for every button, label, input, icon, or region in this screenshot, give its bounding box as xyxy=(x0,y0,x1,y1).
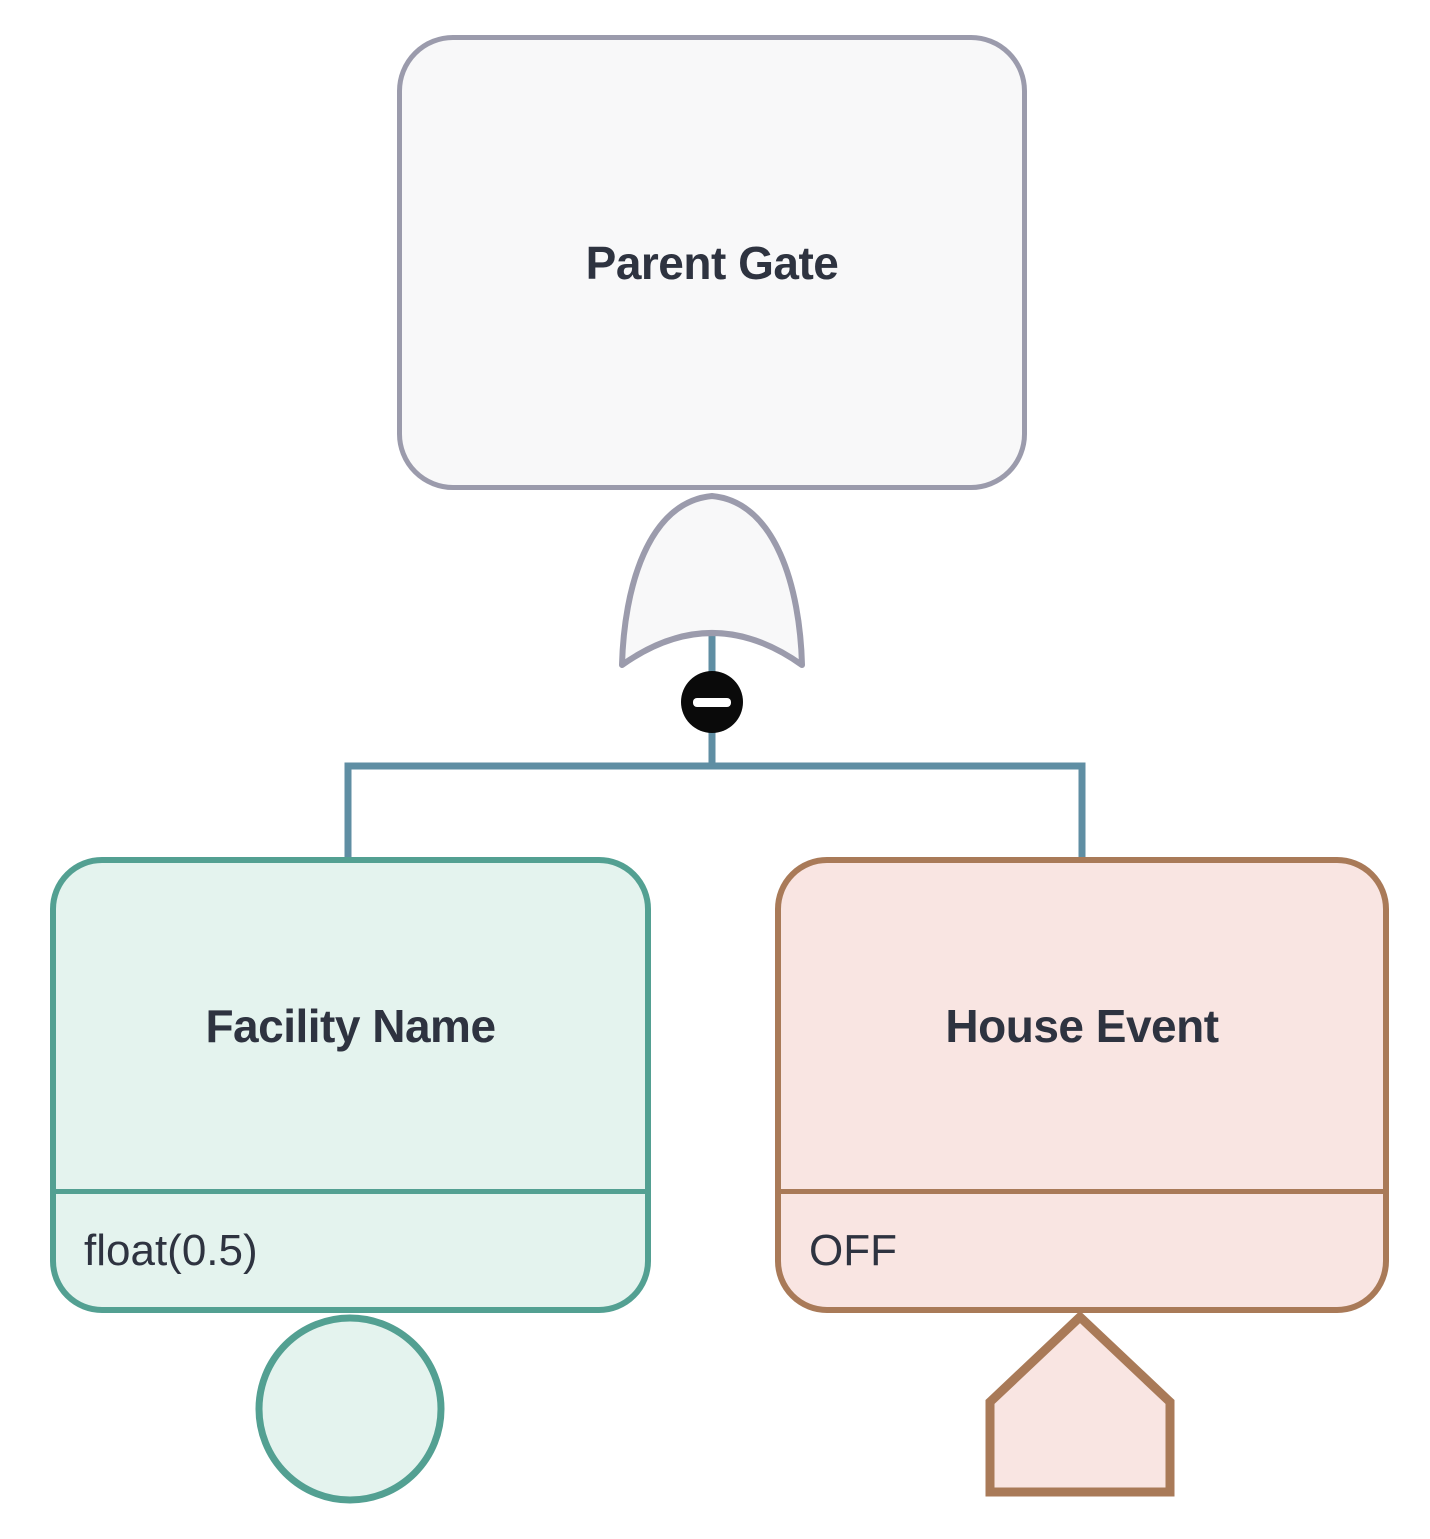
connector-branch-line xyxy=(344,762,1086,864)
collapse-button[interactable] xyxy=(681,671,743,733)
facility-name-value: float(0.5) xyxy=(56,1189,645,1307)
house-event-value: OFF xyxy=(781,1189,1383,1307)
or-gate-icon xyxy=(619,493,805,668)
basic-event-circle-icon xyxy=(255,1314,445,1504)
facility-name-label: Facility Name xyxy=(205,1000,496,1052)
parent-gate-label: Parent Gate xyxy=(585,236,839,289)
node-parent-gate[interactable]: Parent Gate xyxy=(397,35,1027,490)
node-facility-name[interactable]: Facility Name float(0.5) xyxy=(50,857,651,1313)
collapse-minus-icon xyxy=(693,697,731,707)
house-event-pentagon-icon xyxy=(985,1310,1175,1497)
node-house-event[interactable]: House Event OFF xyxy=(775,857,1389,1313)
house-event-label: House Event xyxy=(945,1000,1219,1052)
